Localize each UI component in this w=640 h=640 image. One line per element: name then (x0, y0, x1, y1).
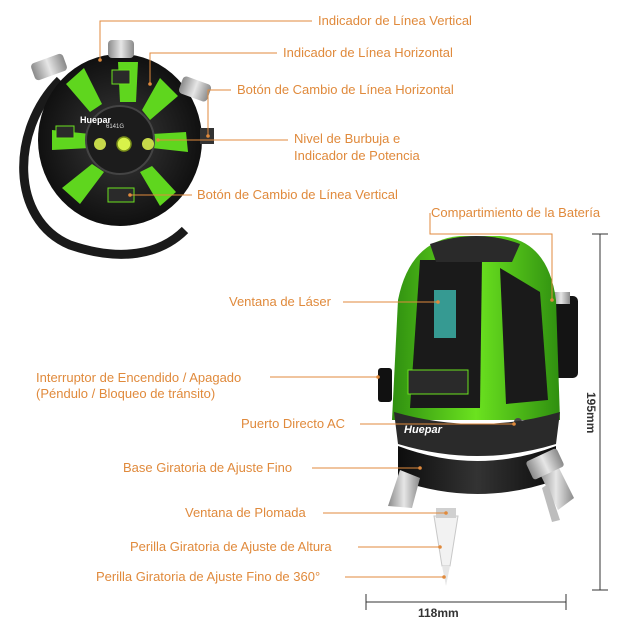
leader-vertical-indicator (99, 20, 312, 60)
label-power-switch-1: Interruptor de Encendido / Apagado (36, 370, 242, 385)
leader-fine-knob-dot (442, 575, 446, 579)
carry-strap (19, 76, 189, 259)
rib-7 (66, 68, 102, 112)
brand-band (394, 412, 560, 456)
rib-3 (152, 132, 188, 152)
label-bubble-level-2: Indicador de Potencia (294, 148, 420, 163)
leader-horizontal-indicator (149, 52, 277, 84)
plumb-cone (433, 515, 459, 567)
leader-laser-window-dot (436, 300, 440, 304)
rib-5 (62, 164, 104, 204)
top-knob-left (31, 53, 67, 81)
label-power-switch-2: (Péndulo / Bloqueo de tránsito) (36, 386, 216, 401)
leader-horizontal-button-dot (206, 134, 210, 138)
horizontal-line-button-shape (94, 138, 106, 150)
right-panel (500, 268, 548, 404)
leader-height-knob-dot (438, 545, 442, 549)
rib-2 (142, 78, 178, 120)
label-horizontal-line-button: Botón de Cambio de Línea Horizontal (237, 82, 454, 97)
leader-power-switch-dot (376, 375, 380, 379)
battery-clip (552, 292, 570, 304)
label-horizontal-line-indicator: Indicador de Línea Horizontal (283, 45, 453, 60)
rotating-base-shape (398, 446, 556, 494)
label-bubble-level-1: Nivel de Burbuja e (294, 131, 401, 146)
leader-vertical-indicator-dot (98, 58, 102, 62)
label-ac-port: Puerto Directo AC (241, 416, 346, 431)
label-plumb-window: Ventana de Plomada (185, 505, 306, 520)
top-dome (430, 236, 520, 262)
rib-4 (140, 166, 176, 206)
leader-ac-port-dot (512, 422, 516, 426)
lower-window-shape (407, 369, 469, 395)
plumb-tip (442, 566, 450, 586)
leg-right-cap (526, 448, 564, 480)
bubble-level-shape (116, 136, 132, 152)
label-laser-window: Ventana de Láser (229, 294, 331, 309)
leader-lines (98, 20, 554, 579)
horizontal-line-indicator-shape (55, 125, 75, 139)
top-view-device (19, 40, 214, 259)
label-battery-compartment: Compartimiento de la Batería (431, 205, 601, 220)
leg-left (388, 470, 420, 508)
leader-horizontal-button (207, 89, 231, 136)
vertical-line-indicator-shape (111, 69, 131, 85)
leader-horizontal-indicator-dot (148, 82, 152, 86)
leader-bubble-level-dot (156, 138, 160, 142)
label-height-knob: Perilla Giratoria de Ajuste de Altura (130, 539, 332, 554)
fine-foot (542, 484, 560, 522)
leader-battery-dot (550, 298, 554, 302)
leader-battery (429, 213, 553, 300)
leader-vertical-button-dot (128, 193, 132, 197)
leader-rotating-base-dot (418, 466, 422, 470)
vertical-line-button-shape (142, 138, 154, 150)
label-fine-knob-360: Perilla Giratoria de Ajuste Fino de 360° (96, 569, 321, 584)
leader-plumb-window-dot (444, 511, 448, 515)
top-model-text: 6141G (106, 124, 125, 130)
label-vertical-line-indicator: Indicador de Línea Vertical (318, 13, 472, 28)
dimension-lines (365, 233, 608, 610)
width-dimension: 118mm (418, 606, 459, 620)
top-knob-top (108, 40, 134, 58)
front-brand-text: Huepar (404, 424, 442, 436)
label-rotating-base: Base Giratoria de Ajuste Fino (123, 460, 293, 475)
top-knob-right (178, 76, 212, 102)
height-dimension: 195mm (584, 392, 598, 434)
laser-window-shape (434, 290, 456, 338)
top-brand-text: Huepar (80, 115, 112, 125)
power-switch-shape (378, 368, 392, 402)
front-view-device (378, 236, 578, 586)
label-vertical-line-button: Botón de Cambio de Línea Vertical (197, 187, 398, 202)
